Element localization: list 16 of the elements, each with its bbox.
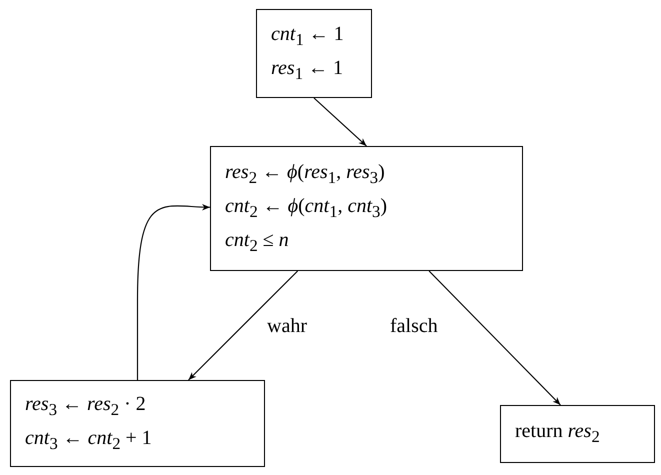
process-box [500, 405, 655, 463]
statement-text: cnt$_{2}$ ← ϕ(cnt$_{1}$, cnt$_{3}$) [225, 194, 388, 222]
arrow [428, 270, 561, 406]
process-box [10, 380, 265, 467]
statement-text: res$_{3}$ ← res$_{2}$ · 2 [25, 392, 147, 420]
process-box [256, 9, 372, 98]
statement-text: cnt$_{2}$ ≤ n [225, 228, 290, 256]
statement-text: cnt$_{1}$ ← 1 [271, 22, 345, 50]
statement-text: return res$_{2}$ [515, 419, 601, 448]
arrow [188, 270, 298, 380]
arrow [136, 204, 210, 380]
statement-text: res$_{2}$ ← ϕ(res$_{1}$, res$_{3}$) [225, 160, 386, 188]
arrow [314, 98, 367, 146]
statement-text: cnt$_{3}$ ← cnt$_{2}$ + 1 [25, 426, 153, 454]
process-box [210, 146, 523, 271]
statement-text: res$_{1}$ ← 1 [271, 56, 344, 84]
